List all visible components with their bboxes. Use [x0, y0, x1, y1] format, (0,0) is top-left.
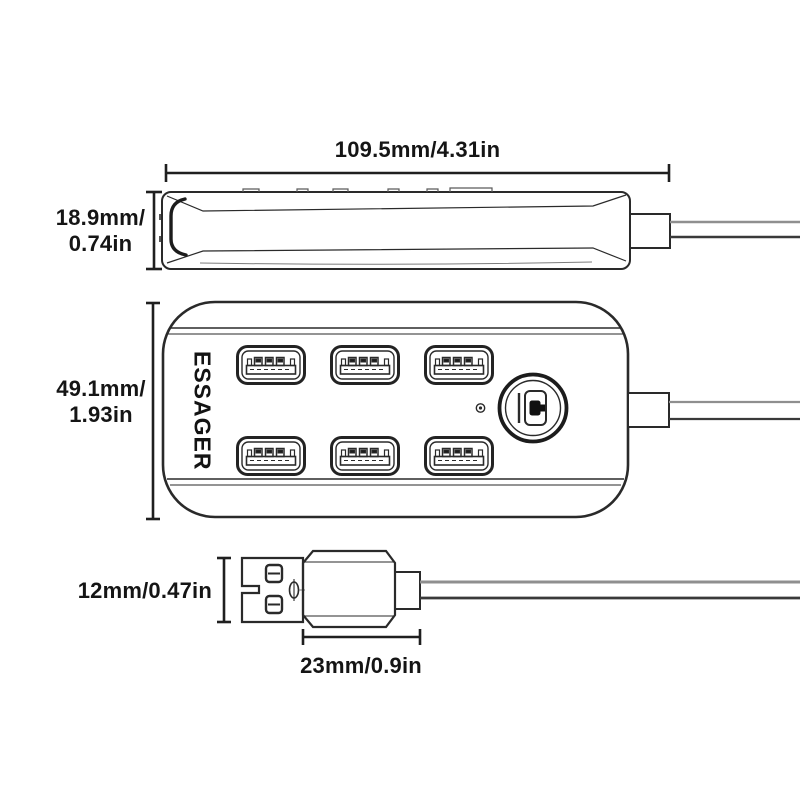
- plug-height-dimension-label: 12mm/0.47in: [77, 578, 212, 603]
- plug-width-dimension-label: 23mm/0.9in: [300, 653, 422, 678]
- side-height-dimension-label: 18.9mm/ 0.74in: [28, 205, 173, 257]
- usb-port: [424, 345, 494, 385]
- usb-port: [236, 345, 306, 385]
- usb-port: [236, 436, 306, 476]
- cable-strain-relief-side: [629, 213, 671, 249]
- width-dimension-label: 109.5mm/4.31in: [334, 137, 501, 162]
- power-button: [497, 372, 569, 444]
- plug-neck: [394, 571, 421, 610]
- plug-height-dimension-line: [217, 556, 231, 624]
- plug-width-dimension-line: [301, 629, 422, 645]
- cable-strain-relief-front: [627, 392, 670, 428]
- usb-port: [330, 436, 400, 476]
- side-height-line1: 18.9mm/: [55, 205, 146, 230]
- top-edge-port-bumps: [242, 187, 493, 192]
- led-indicator: [475, 403, 486, 413]
- plug-housing: [301, 549, 397, 629]
- plug-metal-shell: [240, 556, 305, 624]
- front-height-line2: 1.93in: [69, 402, 133, 427]
- side-height-line2: 0.74in: [68, 231, 133, 256]
- side-height-dimension-line: [146, 190, 162, 271]
- brand-logo: ESSAGER: [189, 351, 216, 471]
- front-height-dimension-line: [146, 301, 160, 521]
- front-height-dimension-label: 49.1mm/ 1.93in: [26, 376, 176, 428]
- front-height-line1: 49.1mm/: [56, 376, 146, 401]
- usb-port: [424, 436, 494, 476]
- plug-contact-windows: [264, 563, 284, 615]
- hub-front-view: [161, 300, 800, 519]
- power-plug-icon: [517, 390, 547, 426]
- hub-side-view: [159, 187, 800, 270]
- usb-port: [330, 345, 400, 385]
- usb-plug-view: [240, 549, 800, 629]
- width-dimension-line: [164, 164, 671, 182]
